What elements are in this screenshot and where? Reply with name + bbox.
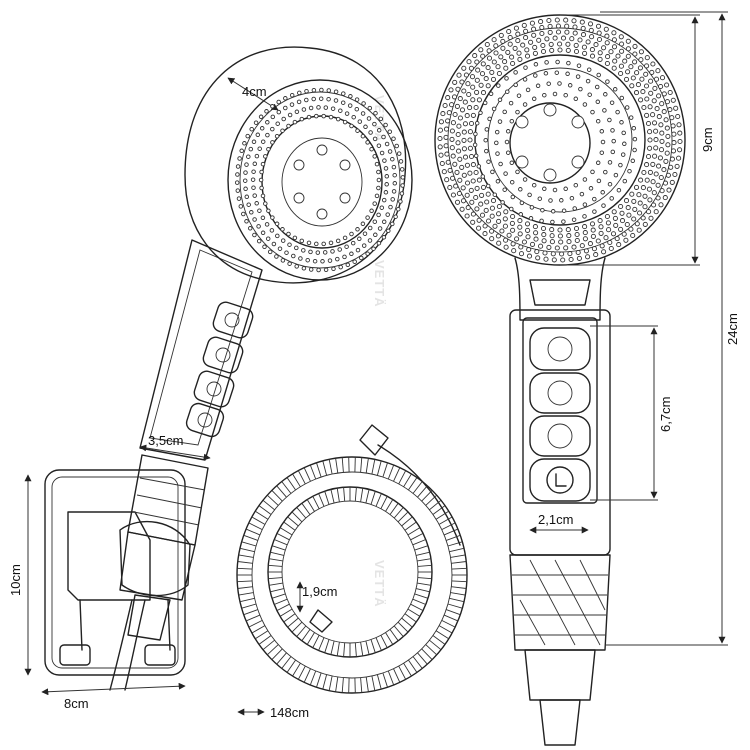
watermark-2: VETTÄ [372, 260, 387, 308]
hose-inner-coil-ticks [268, 487, 432, 657]
label-head-depth: 4cm [242, 84, 267, 99]
mist-spray-icon [547, 423, 573, 449]
watermark-3: VETTÄ [372, 560, 387, 608]
power-icon [546, 466, 574, 494]
front-nozzles [515, 103, 585, 182]
label-head-diameter: 9cm [700, 127, 715, 152]
hose [109, 424, 468, 694]
angled-shower [119, 46, 413, 641]
wall-holder [44, 469, 191, 676]
label-holder-height: 10cm [8, 564, 23, 596]
massage-spray-icon [547, 380, 573, 406]
dimension-lines [24, 11, 728, 716]
label-total-length: 24cm [725, 313, 740, 345]
rain-spray-icon [547, 336, 573, 362]
label-hose-length: 148cm [270, 705, 309, 720]
label-holder-width: 8cm [64, 696, 89, 711]
front-head-outer-texture [437, 17, 683, 263]
angled-head-outer-texture [234, 87, 406, 273]
front-button-panel [529, 327, 591, 502]
front-head-inner-nozzles [472, 59, 638, 225]
front-shower [434, 14, 686, 746]
label-button-panel-height: 6,7cm [658, 397, 673, 432]
hose-outer-coil-ticks [237, 456, 467, 694]
angled-nozzles [293, 144, 351, 220]
label-hose-diameter: 1,9cm [302, 584, 337, 599]
label-handle-width: 3,5cm [148, 433, 183, 448]
label-button-width: 2,1cm [538, 512, 573, 527]
angled-button-panel [185, 301, 254, 438]
dimension-labels: 4cm 3,5cm 10cm 8cm 1,9cm 148cm 9cm 24cm … [8, 84, 740, 720]
